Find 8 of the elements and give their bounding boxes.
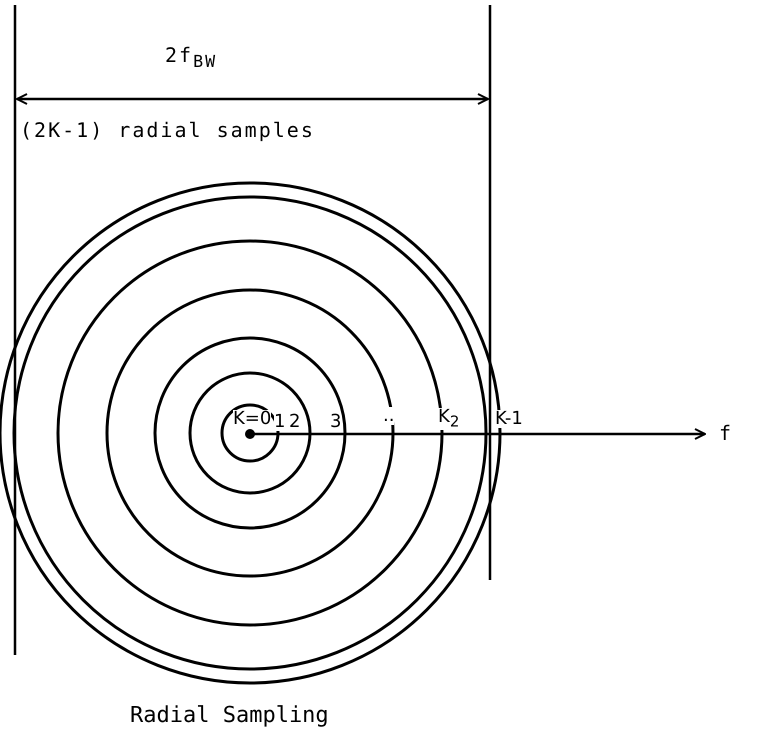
sample-index-label: 1 (274, 413, 286, 431)
dimension-note: (2K-1) radial samples (20, 120, 315, 140)
dimension-label: 2f$_{BW}$ (165, 45, 218, 71)
figure-caption: Radial Sampling (130, 705, 329, 727)
sample-index-label: K-1 (495, 410, 523, 428)
axis-label: f (719, 423, 732, 443)
ellipsis-label: .. (383, 407, 394, 425)
sample-index-label: K$_{2}$ (438, 408, 460, 430)
